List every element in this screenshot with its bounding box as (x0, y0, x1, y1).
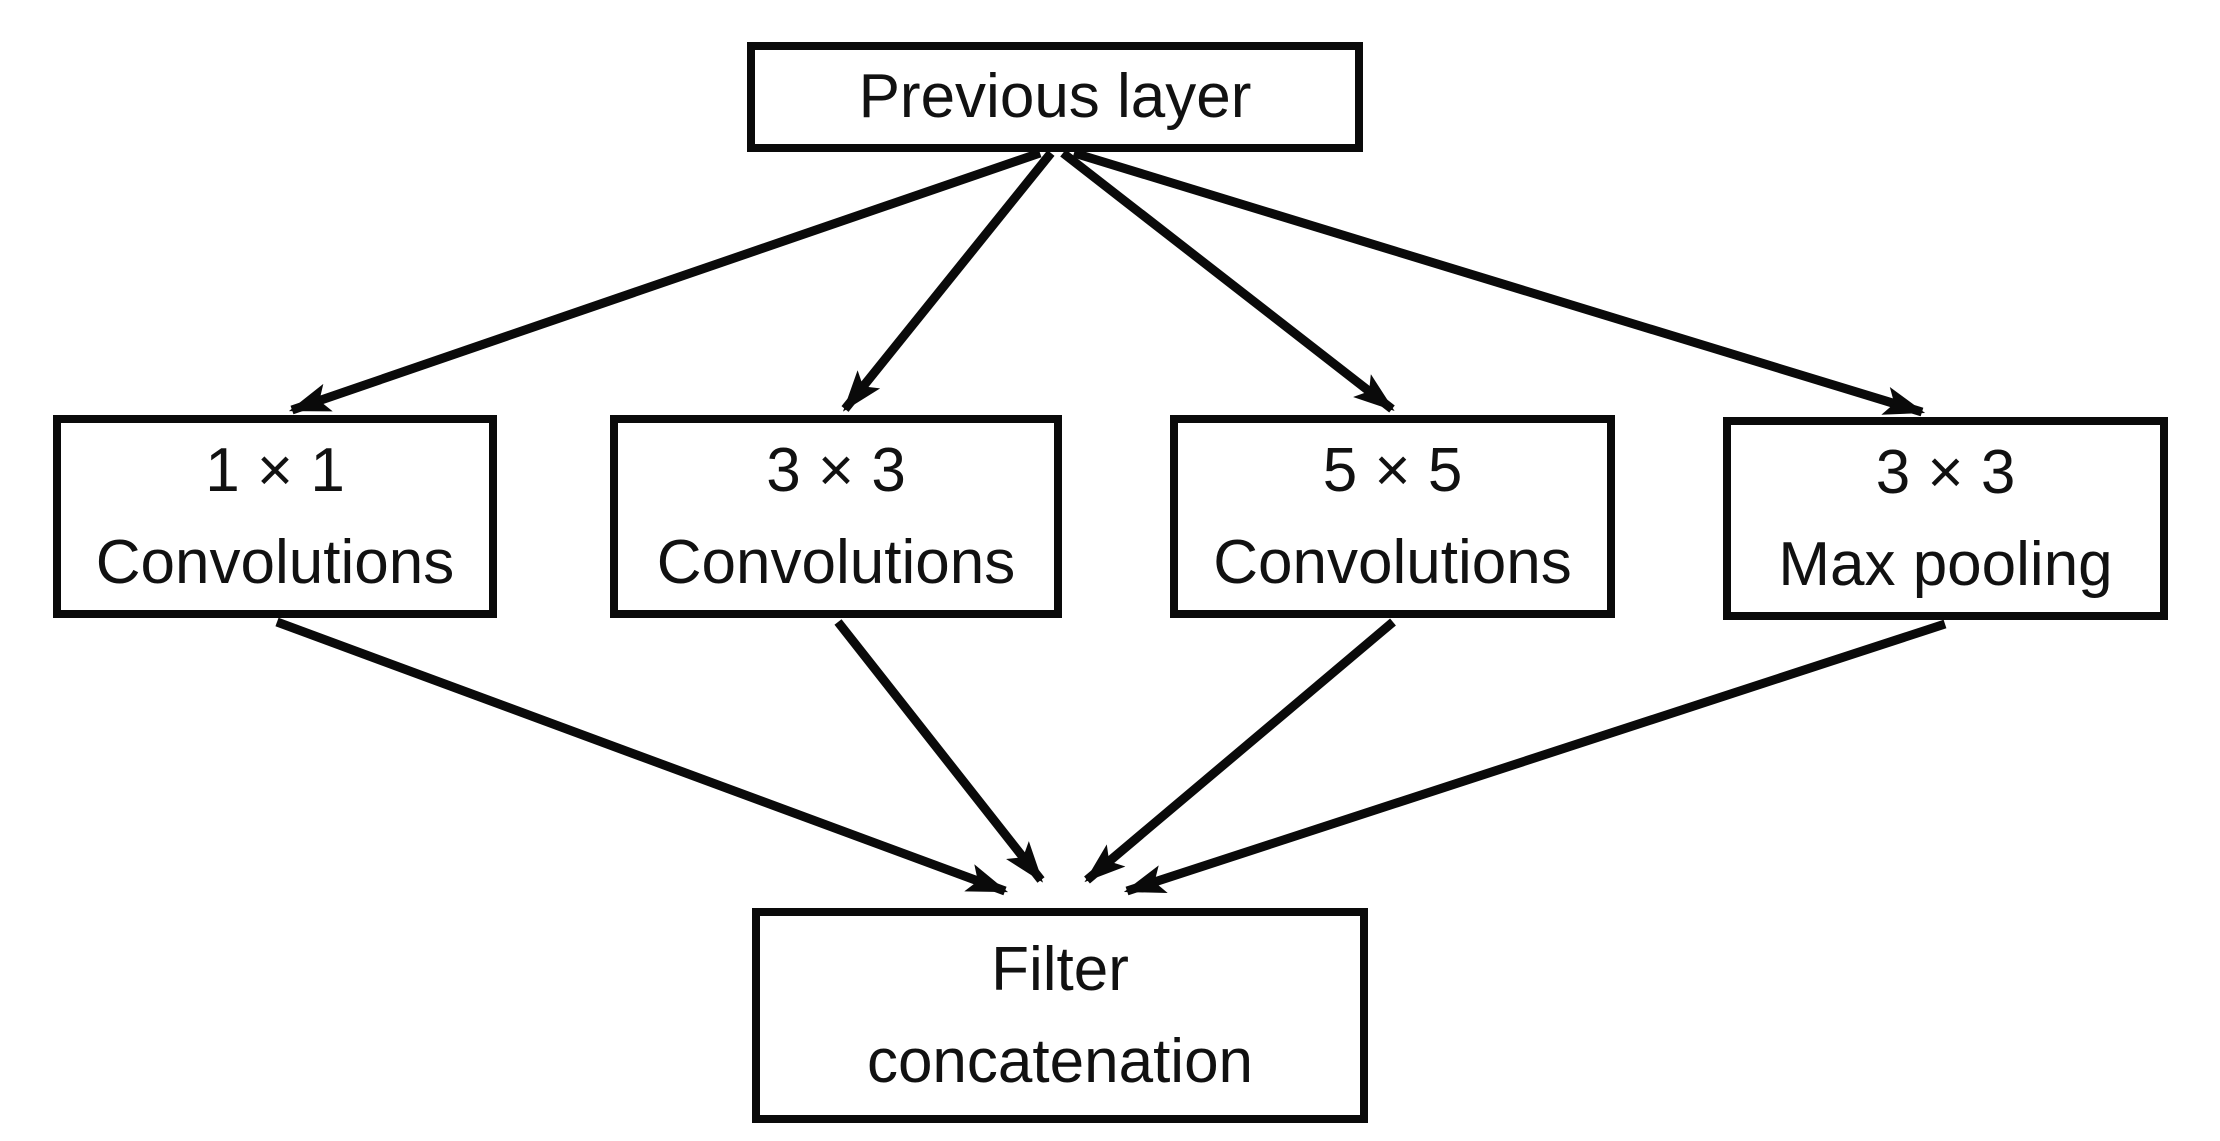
arrow-previous-to-conv5x5 (1060, 149, 1395, 413)
max-pooling-size-label: 3 × 3 (1875, 437, 2016, 507)
filter-concat-line2-label: concatenation (866, 1026, 1254, 1096)
arrow-previous-to-conv3x3 (841, 150, 1055, 412)
arrow-conv3x3-to-filterconcat (834, 619, 1045, 883)
previous-layer-label: Previous layer (858, 62, 1252, 132)
max-pooling-type-label: Max pooling (1778, 529, 2113, 599)
arrow-maxpooling-to-filterconcat (1123, 619, 1947, 896)
conv-5x5-size-label: 5 × 5 (1322, 435, 1463, 505)
filter-concat-line1-label: Filter (991, 934, 1129, 1004)
arrow-conv1x1-to-filterconcat (275, 617, 1009, 896)
arrow-previous-to-conv1x1 (288, 148, 1042, 415)
arrow-previous-to-maxpooling (1072, 148, 1926, 417)
conv-3x3-type-label: Convolutions (656, 527, 1016, 597)
conv-1x1-type-label: Convolutions (95, 527, 455, 597)
node-max-pooling: 3 × 3 Max pooling (1723, 417, 2168, 620)
node-conv-1x1: 1 × 1 Convolutions (53, 415, 497, 618)
node-filter-concatenation: Filter concatenation (752, 908, 1368, 1123)
conv-5x5-type-label: Convolutions (1213, 527, 1572, 597)
conv-3x3-size-label: 3 × 3 (766, 435, 906, 505)
node-conv-5x5: 5 × 5 Convolutions (1170, 415, 1615, 618)
arrow-conv5x5-to-filterconcat (1084, 618, 1396, 884)
node-conv-3x3: 3 × 3 Convolutions (610, 415, 1062, 618)
node-previous-layer: Previous layer (747, 42, 1363, 152)
conv-1x1-size-label: 1 × 1 (205, 435, 345, 505)
